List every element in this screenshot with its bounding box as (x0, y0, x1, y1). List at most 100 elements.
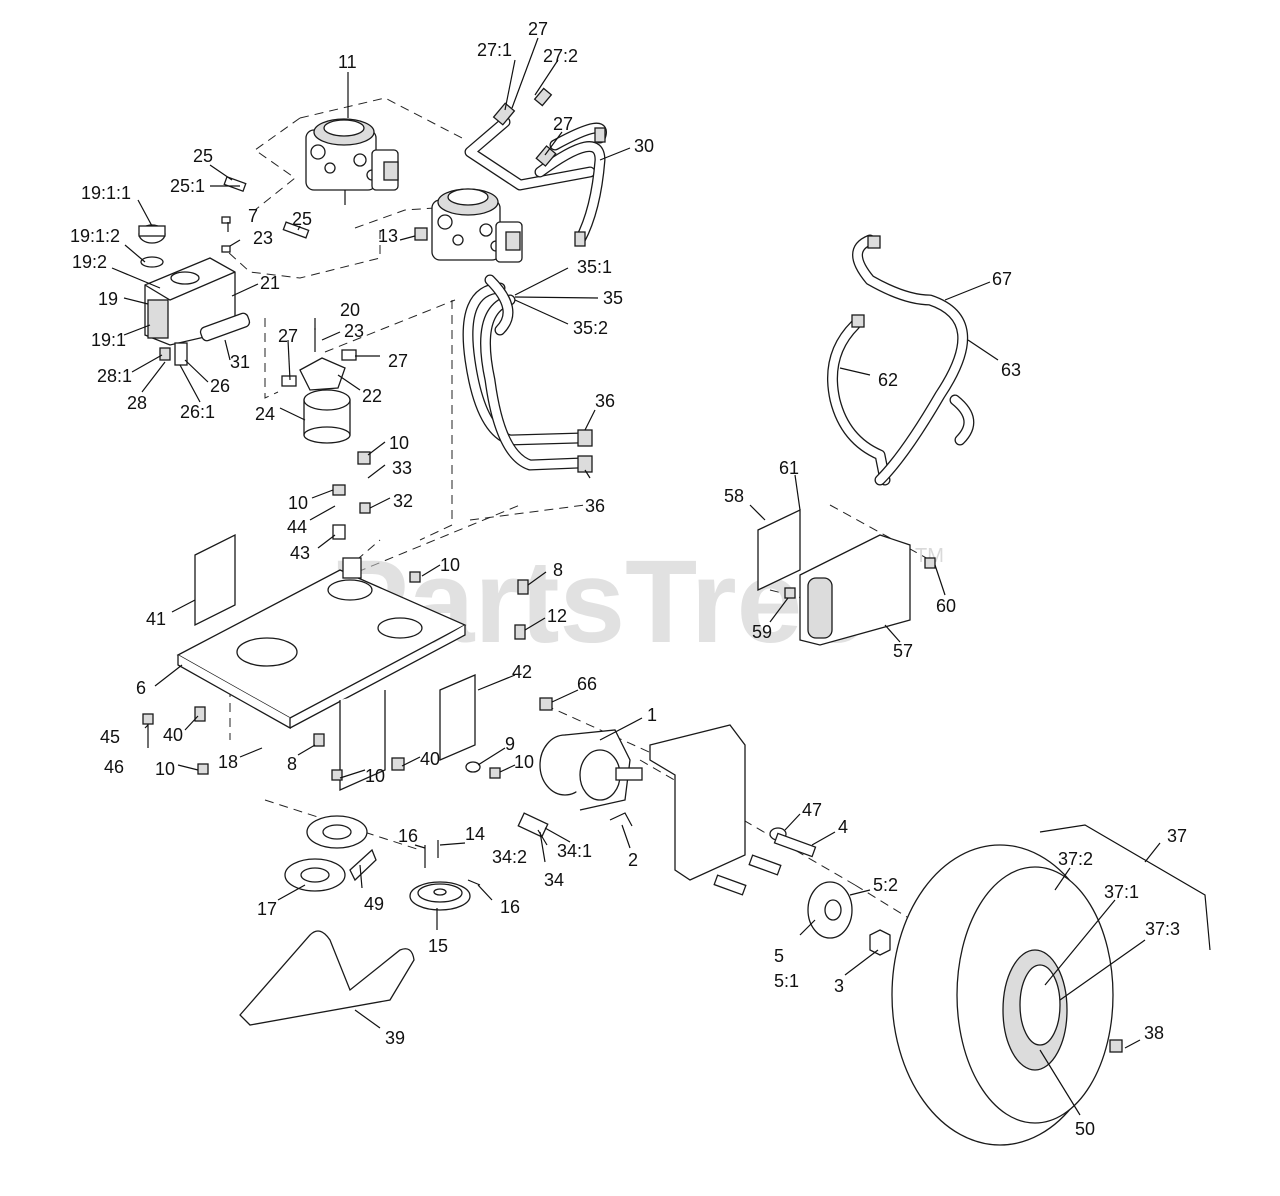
callout-10: 10 (514, 752, 534, 772)
callout-9: 9 (505, 734, 515, 754)
callout-28-1: 28:1 (97, 366, 132, 386)
drive-pulley (409, 881, 471, 911)
leader-lines (111, 37, 1161, 1116)
callout-13: 13 (378, 226, 398, 246)
callout-20: 20 (340, 300, 360, 320)
callout-28: 28 (127, 393, 147, 413)
fasteners (142, 227, 1123, 1053)
callout-25-1: 25:1 (170, 176, 205, 196)
drive-wheel (891, 844, 1114, 1146)
callout-66: 66 (577, 674, 597, 694)
callout-19-2: 19:2 (72, 252, 107, 272)
callout-25: 25 (292, 209, 312, 229)
callout-36: 36 (595, 391, 615, 411)
callout-41: 41 (146, 609, 166, 629)
callout-1: 1 (647, 705, 657, 725)
callout-30: 30 (634, 136, 654, 156)
callout-21: 21 (260, 273, 280, 293)
callout-5-1: 5:1 (774, 971, 799, 991)
callout-25: 25 (193, 146, 213, 166)
callout-34: 34 (544, 870, 564, 890)
callout-19: 19 (98, 289, 118, 309)
callout-27: 27 (528, 19, 548, 39)
callout-16: 16 (500, 897, 520, 917)
callout-40: 40 (163, 725, 183, 745)
callout-46: 46 (104, 757, 124, 777)
wheel-bracket-line (1039, 824, 1211, 951)
callout-27-2: 27:2 (543, 46, 578, 66)
callout-26-1: 26:1 (180, 402, 215, 422)
callout-50: 50 (1075, 1119, 1095, 1139)
callout-19-1-1: 19:1:1 (81, 183, 131, 203)
hydraulic-pump-upper (305, 118, 399, 205)
callout-61: 61 (779, 458, 799, 478)
callout-6: 6 (136, 678, 146, 698)
callout-60: 60 (936, 596, 956, 616)
callout-34-2: 34:2 (492, 847, 527, 867)
callout-63: 63 (1001, 360, 1021, 380)
callout-10: 10 (288, 493, 308, 513)
callout-37-3: 37:3 (1145, 919, 1180, 939)
callout-27: 27 (278, 326, 298, 346)
callout-labels: 11 27 27:1 27:2 27 30 25 25:1 19:1:1 19:… (70, 19, 1187, 1139)
callout-16: 16 (398, 826, 418, 846)
callout-36: 36 (585, 496, 605, 516)
callout-24: 24 (255, 404, 275, 424)
drive-belt (239, 930, 415, 1026)
callout-14: 14 (465, 824, 485, 844)
oil-filter (281, 328, 357, 444)
callout-31: 31 (230, 352, 250, 372)
callout-22: 22 (362, 386, 382, 406)
callout-37: 37 (1167, 826, 1187, 846)
callout-17: 17 (257, 899, 277, 919)
callout-59: 59 (752, 622, 772, 642)
callout-4: 4 (838, 817, 848, 837)
callout-5-2: 5:2 (873, 875, 898, 895)
hose-fittings (492, 87, 881, 473)
callout-44: 44 (287, 517, 307, 537)
callout-10: 10 (155, 759, 175, 779)
callout-12: 12 (547, 606, 567, 626)
motor-mount (649, 724, 746, 881)
callout-26: 26 (210, 376, 230, 396)
watermark-trademark: TM (915, 545, 944, 567)
callout-7: 7 (248, 206, 258, 226)
wheel-motor (539, 729, 643, 811)
callout-38: 38 (1144, 1023, 1164, 1043)
callout-32: 32 (393, 491, 413, 511)
callout-35-2: 35:2 (573, 318, 608, 338)
callout-19-1-2: 19:1:2 (70, 226, 120, 246)
callout-8: 8 (553, 560, 563, 580)
callout-23: 23 (253, 228, 273, 248)
callout-18: 18 (218, 752, 238, 772)
callout-2: 2 (628, 850, 638, 870)
callout-5: 5 (774, 946, 784, 966)
callout-27-1: 27:1 (477, 40, 512, 60)
callout-37-1: 37:1 (1104, 882, 1139, 902)
callout-37-2: 37:2 (1058, 849, 1093, 869)
idler-assembly (284, 815, 377, 892)
callout-23: 23 (344, 321, 364, 341)
hydraulic-reservoir (138, 224, 236, 346)
callout-15: 15 (428, 936, 448, 956)
callout-42: 42 (512, 662, 532, 682)
callout-3: 3 (834, 976, 844, 996)
callout-62: 62 (878, 370, 898, 390)
callout-67: 67 (992, 269, 1012, 289)
callout-10: 10 (365, 766, 385, 786)
callout-39: 39 (385, 1028, 405, 1048)
callout-35: 35 (603, 288, 623, 308)
callout-49: 49 (364, 894, 384, 914)
hydraulic-hoses (462, 116, 975, 486)
wheel-hub (807, 881, 891, 956)
callout-10: 10 (440, 555, 460, 575)
callout-47: 47 (802, 800, 822, 820)
callout-43: 43 (290, 543, 310, 563)
callout-27: 27 (388, 351, 408, 371)
callout-8: 8 (287, 754, 297, 774)
callout-19-1: 19:1 (91, 330, 126, 350)
frame-plate (176, 569, 467, 792)
callout-27: 27 (553, 114, 573, 134)
hydraulic-pump-lower (431, 188, 523, 263)
